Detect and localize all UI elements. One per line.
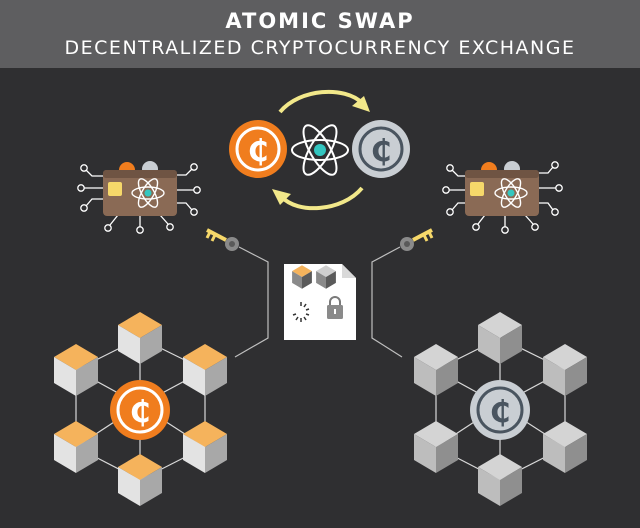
right-blockchain-network-icon: ₵ <box>414 312 587 506</box>
right-key-icon <box>400 228 434 251</box>
orange-coin-icon: ₵ <box>229 120 287 178</box>
swap-arrows-icon <box>272 89 370 211</box>
document-icon <box>284 264 356 340</box>
page-subtitle: DECENTRALIZED CRYPTOCURRENCY EXCHANGE <box>64 37 576 59</box>
left-blockchain-network-icon: ₵ <box>54 312 227 506</box>
header-banner: ATOMIC SWAP DECENTRALIZED CRYPTOCURRENCY… <box>0 0 640 68</box>
orange-coin-symbol: ₵ <box>248 134 269 169</box>
silver-coin-icon: ₵ <box>352 120 410 178</box>
left-key-icon <box>205 228 239 251</box>
connector-lines <box>234 246 403 358</box>
silver-coin-symbol: ₵ <box>371 134 392 169</box>
left-network-coin-symbol: ₵ <box>130 395 151 430</box>
right-wallet-icon <box>442 161 563 234</box>
lock-icon <box>327 296 343 319</box>
left-wallet-icon <box>77 161 201 234</box>
page-title: ATOMIC SWAP <box>225 9 415 33</box>
right-network-coin-symbol: ₵ <box>490 395 511 430</box>
spinner-icon <box>292 302 310 322</box>
atom-icon <box>291 124 349 176</box>
